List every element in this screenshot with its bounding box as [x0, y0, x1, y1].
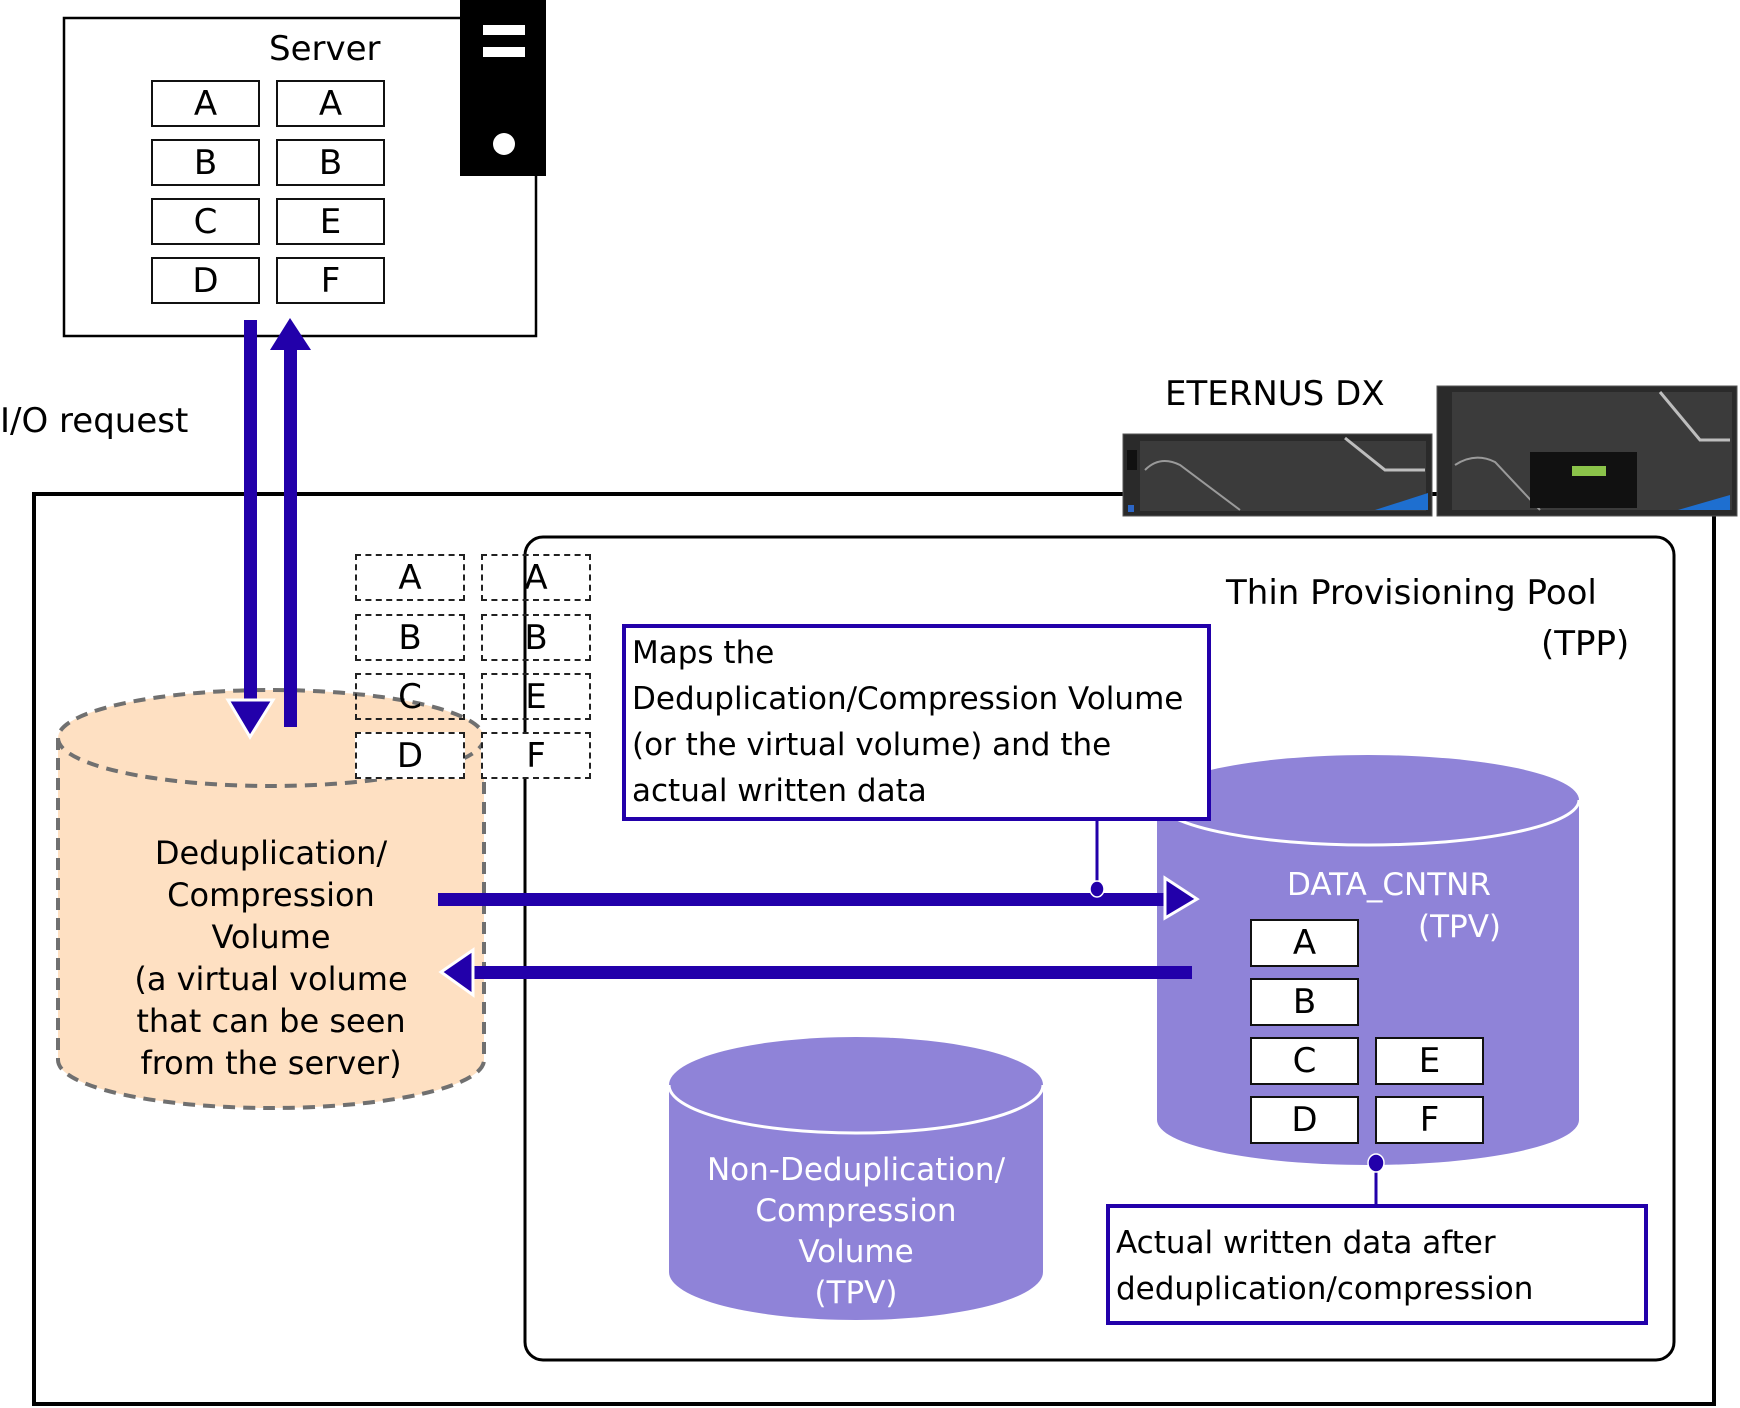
data-container-cylinder — [1155, 755, 1581, 1165]
non-dedup-volume-cylinder — [667, 1037, 1045, 1320]
map-left-arrow — [438, 947, 1192, 998]
written-block: B — [1250, 978, 1359, 1026]
server-block: F — [276, 257, 385, 304]
tpp-title-abbrev: (TPP) — [1541, 624, 1630, 664]
written-block: D — [1250, 1096, 1359, 1144]
virtual-block: A — [355, 554, 465, 601]
written-block: C — [1250, 1037, 1359, 1085]
server-title: Server — [269, 29, 381, 69]
storage-title: ETERNUS DX — [1165, 374, 1385, 414]
virtual-block: E — [481, 673, 591, 720]
dedup-volume-label: Deduplication/ Compression Volume (a vir… — [134, 834, 408, 1082]
server-block: E — [276, 198, 385, 245]
server-block: B — [151, 139, 260, 186]
virtual-block: B — [355, 614, 465, 661]
mapping-callout-connector — [1089, 819, 1105, 898]
virtual-block: B — [481, 614, 591, 661]
written-block: A — [1250, 919, 1359, 967]
virtual-block: D — [355, 732, 465, 779]
virtual-block: F — [481, 732, 591, 779]
server-block: B — [276, 139, 385, 186]
tpp-title: Thin Provisioning Pool — [1226, 573, 1597, 613]
map-right-arrow — [438, 875, 1200, 921]
written-block: E — [1375, 1037, 1484, 1085]
non-dedup-volume-label: Non-Deduplication/ Compression Volume (T… — [706, 1152, 1006, 1311]
dedup-volume-cylinder — [56, 688, 486, 1110]
server-block: D — [151, 257, 260, 304]
storage-device-large — [1436, 385, 1738, 517]
virtual-block: C — [355, 673, 465, 720]
io-down-arrow — [225, 320, 276, 740]
server-block: C — [151, 198, 260, 245]
io-up-arrow — [270, 318, 311, 727]
storage-system-box — [32, 492, 1716, 1406]
virtual-block: A — [481, 554, 591, 601]
data-container-name: DATA_CNTNR — [1287, 867, 1491, 903]
written-data-callout: Actual written data after deduplication/… — [1106, 1204, 1648, 1325]
io-request-label: I/O request — [0, 401, 189, 441]
data-container-type: (TPV) — [1418, 909, 1502, 945]
mapping-callout: Maps the Deduplication/Compression Volum… — [622, 624, 1211, 821]
server-tower-icon — [460, 0, 546, 176]
written-block: F — [1375, 1096, 1484, 1144]
storage-device-small — [1122, 433, 1433, 517]
server-block: A — [151, 80, 260, 127]
server-block: A — [276, 80, 385, 127]
written-data-callout-connector — [1367, 1153, 1385, 1204]
